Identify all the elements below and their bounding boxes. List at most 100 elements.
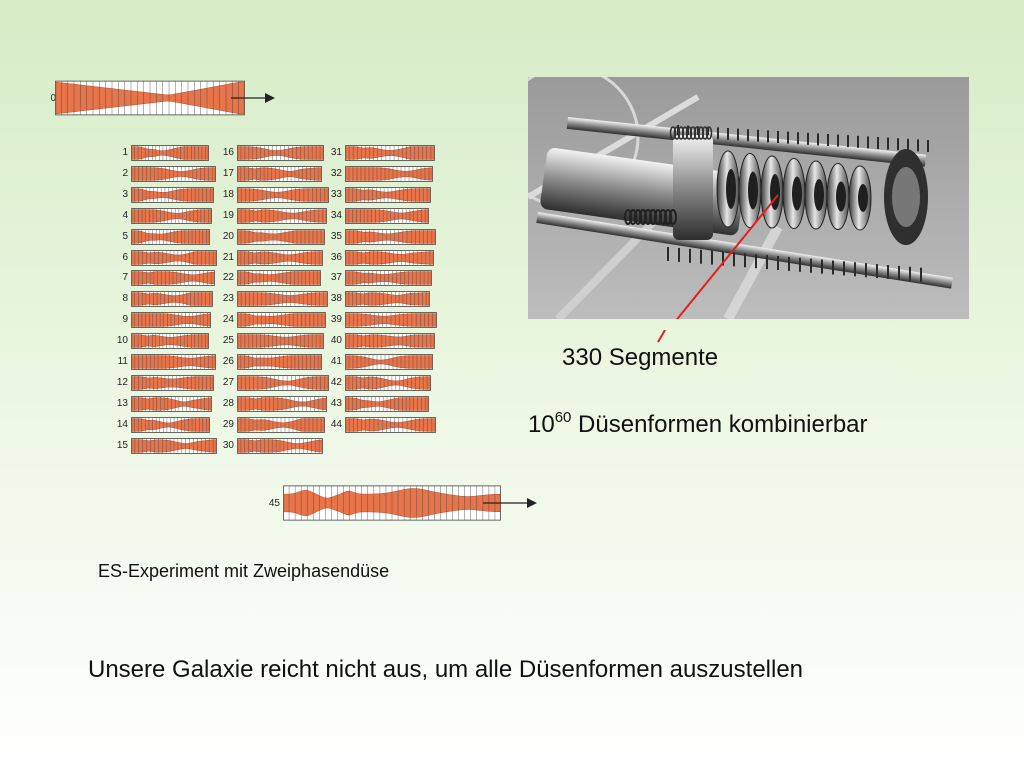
nozzle-0 [55, 80, 275, 116]
nozzle-29-label: 29 [222, 418, 234, 430]
nozzle-37 [345, 270, 432, 287]
nozzle-37-label: 37 [330, 272, 342, 284]
nozzle-28-label: 28 [222, 397, 234, 409]
nozzle-5-label: 5 [122, 230, 128, 242]
nozzle-3-label: 3 [122, 188, 128, 200]
nozzle-43 [345, 395, 429, 412]
nozzle-5 [131, 228, 210, 245]
nozzle-32 [345, 166, 433, 182]
nozzle-19-label: 19 [222, 209, 234, 221]
nozzle-12 [131, 375, 214, 391]
nozzle-15 [131, 437, 217, 454]
nozzle-40-label: 40 [330, 335, 342, 347]
nozzle-26-label: 26 [222, 356, 234, 367]
nozzle-41-label: 41 [330, 356, 342, 367]
nozzle-18-label: 18 [222, 188, 234, 200]
nozzle-13-label: 13 [116, 397, 128, 409]
nozzle-25 [237, 333, 324, 349]
nozzle-29 [237, 416, 325, 433]
nozzle-25-label: 25 [222, 335, 234, 347]
nozzle-23 [237, 291, 328, 308]
nozzle-7 [131, 270, 215, 287]
nozzle-4-label: 4 [122, 209, 128, 221]
nozzle-36-label: 36 [330, 251, 342, 263]
nozzle-26 [237, 354, 322, 370]
nozzle-33 [345, 186, 431, 203]
combinations-label: 1060 Düsenformen kombinierbar [528, 409, 868, 439]
nozzle-32-label: 32 [330, 167, 342, 179]
experiment-caption: ES-Experiment mit Zweiphasendüse [98, 561, 390, 581]
nozzle-38 [345, 291, 430, 308]
nozzle-33-label: 33 [330, 188, 342, 200]
nozzle-10 [131, 333, 209, 349]
nozzle-13 [131, 395, 212, 412]
nozzle-16 [237, 145, 324, 161]
combinations-text: Düsenformen kombinierbar [571, 411, 868, 438]
nozzle-42 [345, 375, 431, 391]
nozzle-24-label: 24 [222, 314, 234, 326]
nozzle-28 [237, 395, 327, 412]
nozzle-27-label: 27 [222, 376, 234, 388]
nozzle-40 [345, 333, 435, 349]
nozzle-35-label: 35 [330, 230, 342, 242]
nozzle-8-label: 8 [122, 293, 128, 305]
nozzle-3 [131, 186, 214, 203]
nozzle-6 [131, 249, 217, 266]
nozzle-31 [345, 145, 435, 161]
nozzle-4 [131, 207, 212, 224]
nozzle-22 [237, 270, 321, 287]
nozzle-38-label: 38 [330, 293, 342, 305]
nozzle-11 [131, 354, 216, 370]
nozzle-2 [131, 166, 216, 182]
nozzle-44 [345, 416, 436, 433]
nozzle-20 [237, 228, 325, 245]
nozzle-24 [237, 312, 326, 328]
nozzle-35 [345, 228, 436, 245]
nozzle-6-label: 6 [122, 251, 128, 263]
nozzle-21-label: 21 [222, 251, 234, 263]
nozzle-44-label: 44 [330, 418, 342, 430]
conclusion-text: Unsere Galaxie reicht nicht aus, um alle… [88, 656, 804, 683]
nozzle-8 [131, 291, 213, 308]
nozzle-10-label: 10 [116, 335, 128, 347]
nozzle-30-label: 30 [222, 439, 234, 451]
nozzle-7-label: 7 [122, 272, 128, 284]
nozzle-22-label: 22 [222, 272, 234, 284]
combinations-exponent: 60 [554, 409, 572, 426]
nozzle-34 [345, 207, 429, 224]
nozzle-apparatus-photo [528, 77, 969, 319]
nozzle-0-label: 0 [50, 93, 56, 104]
nozzle-9 [131, 312, 211, 328]
pointer-line-extension [657, 330, 666, 343]
nozzle-1-label: 1 [122, 147, 128, 158]
nozzle-17 [237, 166, 322, 182]
nozzle-41 [345, 354, 433, 370]
nozzle-45 [283, 485, 537, 521]
nozzle-39 [345, 312, 437, 328]
nozzle-42-label: 42 [330, 376, 342, 388]
nozzle-9-label: 9 [122, 314, 128, 326]
nozzle-45-label: 45 [268, 498, 280, 509]
nozzle-12-label: 12 [116, 376, 128, 388]
segments-label: 330 Segmente [562, 344, 719, 371]
nozzle-1 [131, 145, 209, 161]
nozzle-16-label: 16 [222, 147, 234, 158]
combinations-base: 10 [528, 411, 555, 438]
nozzle-15-label: 15 [116, 439, 128, 451]
nozzle-30 [237, 437, 323, 454]
nozzle-18 [237, 186, 329, 203]
nozzle-14 [131, 416, 210, 433]
nozzle-43-label: 43 [330, 397, 342, 409]
nozzle-21 [237, 249, 323, 266]
nozzle-34-label: 34 [330, 209, 342, 221]
nozzle-14-label: 14 [116, 418, 128, 430]
nozzle-36 [345, 249, 434, 266]
nozzle-17-label: 17 [222, 167, 234, 179]
nozzle-11-label: 11 [117, 356, 128, 367]
nozzle-19 [237, 207, 327, 224]
nozzle-27 [237, 375, 329, 391]
nozzle-31-label: 31 [330, 147, 342, 158]
nozzle-2-label: 2 [122, 167, 128, 179]
nozzle-23-label: 23 [222, 293, 234, 305]
